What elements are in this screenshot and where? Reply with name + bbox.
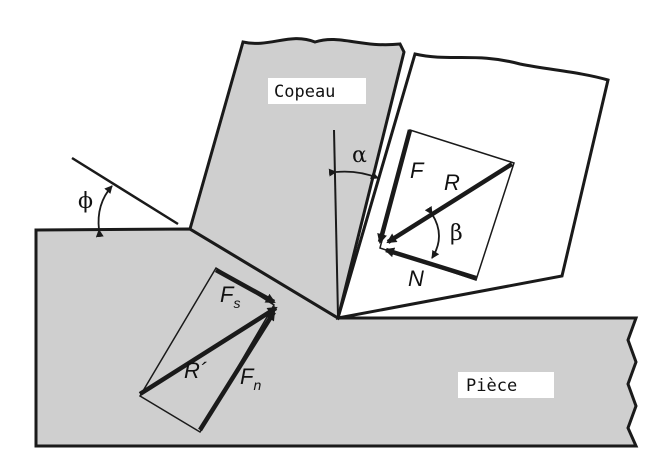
normal-force-label: N <box>408 266 424 291</box>
chip-body <box>188 37 406 321</box>
friction-force-arrow <box>377 129 413 244</box>
shear-angle-label: ϕ <box>78 189 93 214</box>
vertical-reference-line <box>333 129 339 317</box>
chip-label: Copeau <box>274 82 335 102</box>
normal-shear-force-label: Fn <box>240 364 261 393</box>
resultant-force-arrow <box>386 162 514 244</box>
shear-angle-arc <box>95 185 113 238</box>
chip-resultant-force-arrow <box>138 306 278 396</box>
friction-angle-label: β <box>450 221 463 246</box>
normal-shear-force-arrow <box>198 310 276 432</box>
shear-force-label: Fs <box>220 282 240 311</box>
resultant-force-label: R <box>444 170 460 195</box>
chip-label-box <box>268 78 366 104</box>
chip-resultant-force-label: R´ <box>184 358 207 383</box>
shear-plane-reference-line <box>71 156 179 226</box>
friction-force-label: F <box>410 158 425 183</box>
rake-angle-label: α <box>352 143 367 168</box>
shear-force-arrow <box>214 268 276 304</box>
friction-angle-arc <box>424 205 440 259</box>
workpiece-label-box <box>458 372 554 398</box>
workpiece-label: Pièce <box>466 376 517 396</box>
rake-angle-arc <box>328 168 379 180</box>
normal-force-arrow <box>384 247 477 281</box>
